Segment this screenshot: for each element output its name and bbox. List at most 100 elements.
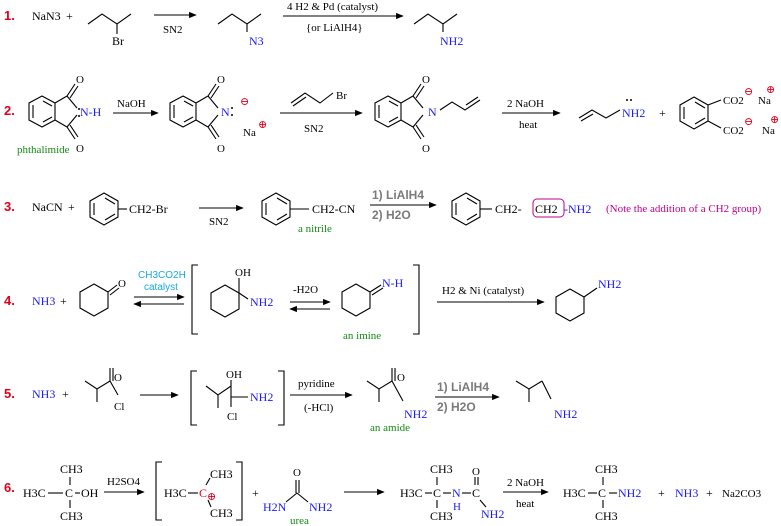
methyl-bottom: CH3 xyxy=(210,506,233,520)
positive-charge: ⊕ xyxy=(258,119,267,131)
methyl-left: H3C xyxy=(23,486,46,500)
methyl-top: CH3 xyxy=(595,462,618,476)
right-bracket xyxy=(278,370,285,426)
left-bracket xyxy=(155,461,162,521)
chlorine-label: Cl xyxy=(114,401,124,413)
reduction-step-2: 2) H2O xyxy=(437,400,476,414)
imide-nitrogen: N xyxy=(428,105,437,119)
oxygen-label: O xyxy=(472,466,480,478)
amine-label: NH2 xyxy=(554,407,577,421)
left-bracket xyxy=(191,264,198,335)
plus-sign: + xyxy=(658,486,665,500)
methyl-top: CH3 xyxy=(430,462,453,476)
bromine-label: Br xyxy=(336,90,347,102)
amine-group: -NH2 xyxy=(564,202,591,216)
isobutyramide: O NH2 an amide xyxy=(366,368,427,434)
carbonyl-carbon: C xyxy=(472,486,480,500)
negative-charge: ⊖ xyxy=(744,116,753,128)
row-number: 2. xyxy=(4,103,15,118)
tert-butylamine: H3C C CH3 CH3 NH2 xyxy=(563,462,641,523)
amine-label: NH2 xyxy=(598,277,621,291)
isobutyryl-chloride: O Cl xyxy=(84,368,124,413)
oxygen-label: O xyxy=(76,74,84,86)
row-number: 3. xyxy=(4,199,15,214)
allylamine: NH2 xyxy=(578,99,645,122)
quaternary-carbon: C xyxy=(598,486,606,500)
quaternary-carbon: C xyxy=(433,486,441,500)
heat-condition: heat xyxy=(519,119,537,131)
benzyl-bromide: CH2-Br xyxy=(89,192,168,226)
sn2-condition: SN2 xyxy=(163,24,183,36)
cyanomethyl-group: CH2-CN xyxy=(312,202,356,216)
chlorine-label: Cl xyxy=(227,411,237,423)
alternative-reagent: {or LiAlH4} xyxy=(306,22,363,34)
plus-sign: + xyxy=(66,9,73,23)
plus-sign: + xyxy=(659,106,666,120)
n-allylphthalimide: O O N xyxy=(374,74,481,155)
azide-label: N3 xyxy=(249,34,264,48)
imine-name: an imine xyxy=(343,330,381,342)
cyclohexanone: O xyxy=(79,278,126,317)
hydroxyl-label: OH xyxy=(81,486,99,500)
hydrolysis-reagent: 2 NaOH xyxy=(507,477,544,489)
left-bracket xyxy=(190,370,197,426)
urea-amine-left: H2N xyxy=(263,500,287,514)
oxygen-label: O xyxy=(114,372,122,384)
highlight-box xyxy=(532,198,565,218)
sn2-condition: SN2 xyxy=(209,216,229,228)
plus-sign: + xyxy=(60,294,67,308)
carboxylate-group: CO2 xyxy=(723,95,744,107)
methyl-bottom: CH3 xyxy=(430,509,453,523)
sodium-phthalate: CO2 CO2 ⊖ ⊖ Na ⊕ Na ⊕ xyxy=(679,84,779,137)
acid-reagent: H2SO4 xyxy=(107,476,141,488)
amine-label: NH2 xyxy=(250,295,273,309)
2-aminobutane: NH2 xyxy=(413,13,463,48)
reactant-sodium-cyanide: NaCN xyxy=(32,200,63,214)
cyclohexylamine: NH2 xyxy=(555,277,621,322)
cationic-carbon: C xyxy=(199,486,207,500)
sodium-ion: Na xyxy=(758,95,771,107)
anion-nitrogen: N xyxy=(221,105,230,119)
phenethylamine: CH2- CH2 -NH2 xyxy=(451,192,591,226)
amide-hydrogen: H xyxy=(453,501,461,513)
methyl-left: H3C xyxy=(563,486,586,500)
negative-charge: ⊖ xyxy=(240,96,249,108)
reactant-ammonia: NH3 xyxy=(32,387,55,401)
negative-charge: ⊖ xyxy=(744,86,753,98)
hcl-loss: (-HCl) xyxy=(304,402,334,414)
oxygen-label: O xyxy=(422,143,430,155)
oxygen-label: O xyxy=(293,467,301,479)
phthalimide-name: phthalimide xyxy=(17,144,70,156)
benzyl-cyanide: CH2-CN a nitrile xyxy=(261,192,356,235)
catalyst-label: catalyst xyxy=(144,282,178,293)
hydroxyl-label: OH xyxy=(226,369,242,381)
plus-sign: + xyxy=(62,387,69,401)
bromomethyl-group: CH2-Br xyxy=(129,202,168,216)
tert-butyl-urea: H3C C CH3 CH3 N H C O NH2 xyxy=(400,462,504,523)
sodium-ion: Na xyxy=(762,125,775,137)
amine-label: NH2 xyxy=(622,106,645,120)
cyclohexanimine: N-H an imine xyxy=(341,276,404,342)
phthalimide-anion: O O N ⊖ Na ⊕ xyxy=(169,74,267,155)
reactant-sodium-azide: NaN3 xyxy=(32,9,61,23)
terminal-amine: NH2 xyxy=(481,507,504,521)
byproduct-sodium-carbonate: Na2CO3 xyxy=(722,488,762,500)
dehydration-label: -H2O xyxy=(293,284,318,296)
byproduct-ammonia: NH3 xyxy=(675,486,698,500)
amine-label: NH2 xyxy=(250,390,273,404)
oxygen-label: O xyxy=(76,143,84,155)
row-5: 5. NH3 + O Cl OH Cl NH2 pyridine (-HCl) xyxy=(4,368,577,434)
urea-amine-right: NH2 xyxy=(309,500,332,514)
methyl-top: CH3 xyxy=(210,467,233,481)
tert-butyl-cation: H3C C ⊕ CH3 CH3 xyxy=(164,467,233,520)
hydrogenation-condition: 4 H2 & Pd (catalyst) xyxy=(287,1,378,13)
base-reagent: pyridine xyxy=(298,378,335,390)
row-1: 1. NaN3 + Br SN2 N3 4 H2 & Pd (catalyst)… xyxy=(4,1,463,48)
reactant-ammonia: NH3 xyxy=(32,294,55,308)
methyl-left: H3C xyxy=(164,486,187,500)
row-number: 6. xyxy=(4,480,15,495)
methyl-bottom: CH3 xyxy=(60,509,83,523)
urea: O H2N NH2 urea xyxy=(263,467,332,526)
row-number: 4. xyxy=(4,293,15,308)
sodium-counterion: Na xyxy=(243,127,256,139)
